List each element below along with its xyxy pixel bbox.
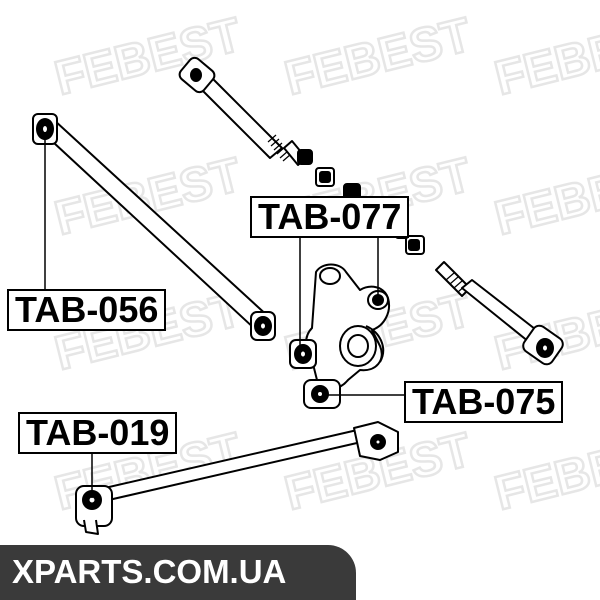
leader-lines: [44, 134, 404, 498]
upper-adjust-rod: [178, 56, 361, 201]
watermark-text: FEBEST: [490, 8, 600, 105]
watermark-text: FEBEST: [280, 8, 477, 105]
lower-arm-019: [75, 421, 399, 535]
lateral-arm-056: [32, 113, 276, 341]
steering-knuckle: [289, 263, 390, 409]
part-label-tab-075: TAB-075: [404, 381, 564, 423]
watermark-text: FEBEST: [490, 148, 600, 245]
part-label-tab-077: TAB-077: [250, 196, 410, 238]
lower-adjust-rod: [395, 225, 564, 366]
part-label-tab-056: TAB-056: [7, 289, 167, 331]
footer-banner: [0, 545, 356, 600]
watermark-text: FEBEST: [490, 423, 600, 520]
part-label-tab-019: TAB-019: [18, 412, 178, 454]
footer-site-name: XPARTS.COM.UA: [12, 553, 287, 590]
